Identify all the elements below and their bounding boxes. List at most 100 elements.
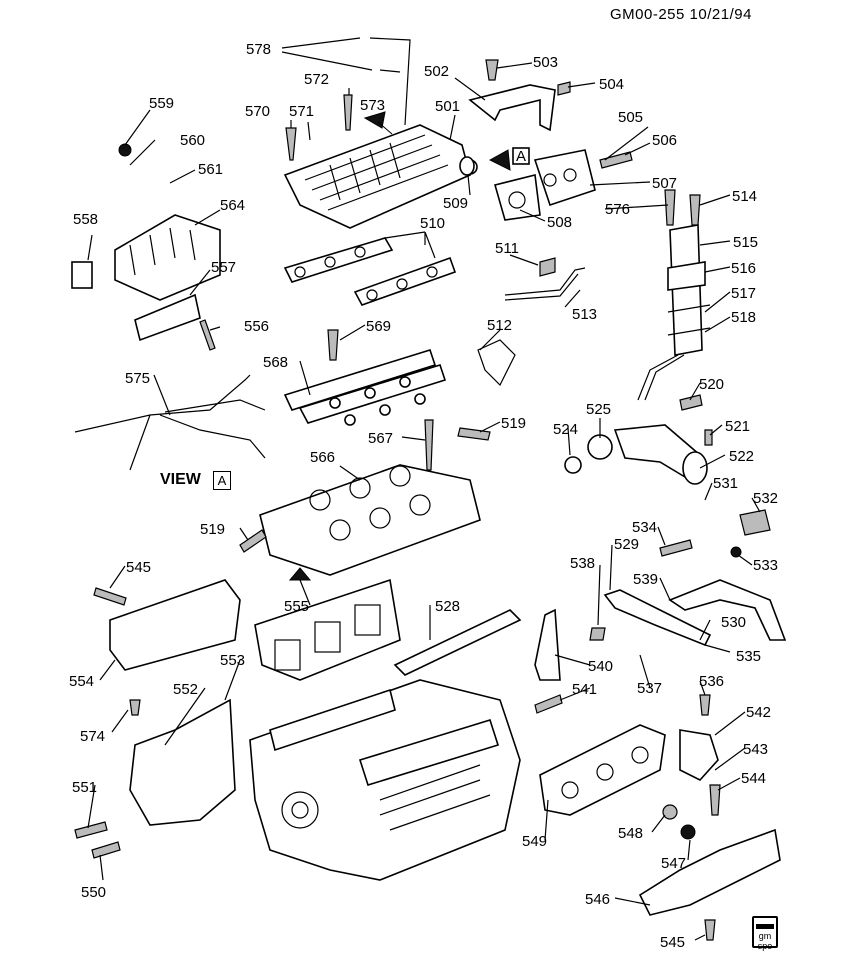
callout-532: 532 xyxy=(753,490,778,507)
callout-525: 525 xyxy=(586,401,611,418)
view-label: VIEW xyxy=(160,471,201,488)
callout-575: 575 xyxy=(125,370,150,387)
thermostat-housing xyxy=(564,424,708,485)
view-a-arrow-box xyxy=(512,147,530,165)
callout-516: 516 xyxy=(731,260,756,277)
callout-549: 549 xyxy=(522,833,547,850)
callout-571: 571 xyxy=(289,103,314,120)
callout-541: 541 xyxy=(572,681,597,698)
callout-520: 520 xyxy=(699,376,724,393)
callout-521: 521 xyxy=(725,418,750,435)
callout-540: 540 xyxy=(588,658,613,675)
view-a-arrow-letter: A xyxy=(516,148,526,165)
callout-512: 512 xyxy=(487,317,512,334)
lower-intake-manifold xyxy=(259,464,481,576)
callout-574: 574 xyxy=(80,728,105,745)
egr-pipe xyxy=(603,589,712,647)
callout-553: 553 xyxy=(220,652,245,669)
callout-514: 514 xyxy=(732,188,757,205)
callout-501: 501 xyxy=(435,98,460,115)
callout-519: 519 xyxy=(501,415,526,432)
direction-arrow xyxy=(363,111,393,135)
fasteners xyxy=(74,59,771,941)
callout-504: 504 xyxy=(599,76,624,93)
fuel-line-513 xyxy=(504,267,586,301)
callout-531: 531 xyxy=(713,475,738,492)
callout-528: 528 xyxy=(435,598,460,615)
callout-505: 505 xyxy=(618,109,643,126)
callout-561: 561 xyxy=(198,161,223,178)
bracket-502 xyxy=(468,84,556,132)
callout-536: 536 xyxy=(699,673,724,690)
callout-573: 573 xyxy=(360,97,385,114)
callout-572: 572 xyxy=(304,71,329,88)
callout-515: 515 xyxy=(733,234,758,251)
callout-533: 533 xyxy=(753,557,778,574)
callout-519b: 519 xyxy=(200,521,225,538)
callout-555: 555 xyxy=(284,598,309,615)
view-a-arrow xyxy=(488,149,511,171)
bracket-540 xyxy=(534,608,561,681)
callout-522: 522 xyxy=(729,448,754,465)
callout-578: 578 xyxy=(246,41,271,58)
logo-line2: spo xyxy=(757,941,773,951)
exhaust-manifold-right xyxy=(539,724,719,816)
injector-harness xyxy=(74,374,266,471)
callout-535: 535 xyxy=(736,648,761,665)
valley-cover xyxy=(109,579,241,671)
callout-564: 564 xyxy=(220,197,245,214)
callout-labels: 578 572 573 570 571 559 560 561 564 558 … xyxy=(69,41,778,951)
callout-510: 510 xyxy=(420,215,445,232)
callout-559: 559 xyxy=(149,95,174,112)
callout-503: 503 xyxy=(533,54,558,71)
callout-545b: 545 xyxy=(660,934,685,951)
callout-530: 530 xyxy=(721,614,746,631)
callout-506: 506 xyxy=(652,132,677,149)
callout-548: 548 xyxy=(618,825,643,842)
callout-552: 552 xyxy=(173,681,198,698)
callout-529: 529 xyxy=(614,536,639,553)
callout-566: 566 xyxy=(310,449,335,466)
leader-lines xyxy=(87,37,761,941)
callout-547: 547 xyxy=(661,855,686,872)
callout-546: 546 xyxy=(585,891,610,908)
callout-556: 556 xyxy=(244,318,269,335)
callout-534: 534 xyxy=(632,519,657,536)
callout-508: 508 xyxy=(547,214,572,231)
front-arrow xyxy=(288,567,312,581)
callout-550: 550 xyxy=(81,884,106,901)
callout-518: 518 xyxy=(731,309,756,326)
callout-558: 558 xyxy=(73,211,98,228)
callout-545: 545 xyxy=(126,559,151,576)
callout-560: 560 xyxy=(180,132,205,149)
bracket-column xyxy=(637,224,711,401)
callout-511: 511 xyxy=(495,240,519,257)
callout-538: 538 xyxy=(570,555,595,572)
upper-intake-manifold xyxy=(283,124,478,229)
callout-557: 557 xyxy=(211,259,236,276)
callout-502: 502 xyxy=(424,63,449,80)
fuel-line-512 xyxy=(477,339,516,387)
view-marker: A xyxy=(213,471,231,490)
heat-shield xyxy=(668,579,787,641)
callout-554: 554 xyxy=(69,673,94,690)
callout-543: 543 xyxy=(743,741,768,758)
exhaust-crossover xyxy=(638,828,781,916)
callout-569: 569 xyxy=(366,318,391,335)
gm-spo-logo: gm spo xyxy=(752,916,778,951)
callout-517: 517 xyxy=(731,285,756,302)
lower-intake-gaskets xyxy=(254,578,522,681)
callout-509: 509 xyxy=(443,195,468,212)
callout-567: 567 xyxy=(368,430,393,447)
coil-module xyxy=(71,214,221,342)
callout-551: 551 xyxy=(72,779,97,796)
callout-568: 568 xyxy=(263,354,288,371)
logo-line1: gm xyxy=(758,931,772,941)
callout-507: 507 xyxy=(652,175,677,192)
callout-524: 524 xyxy=(553,421,578,438)
engine-block xyxy=(249,679,521,881)
callout-544: 544 xyxy=(741,770,766,787)
callout-570: 570 xyxy=(245,103,270,120)
